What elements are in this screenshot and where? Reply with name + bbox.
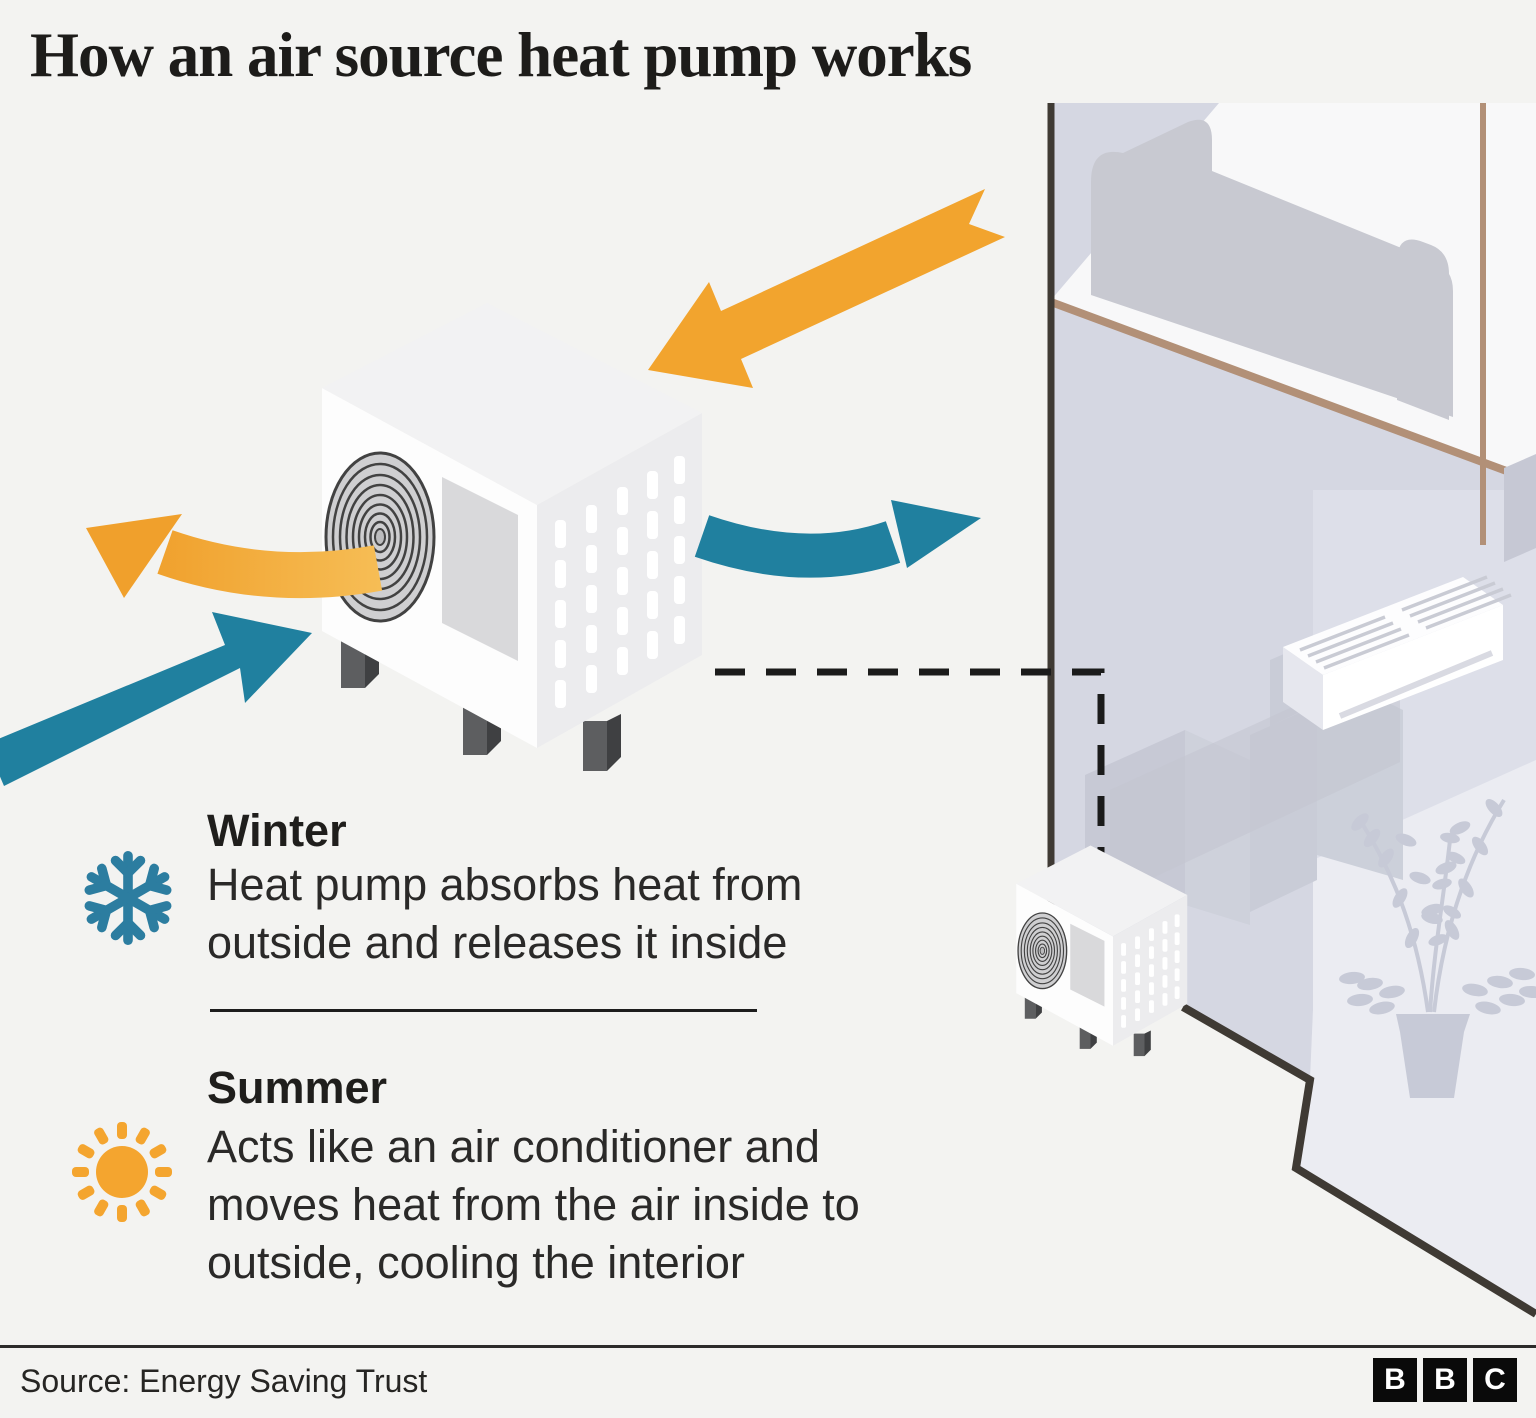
summer-line-2: moves heat from the air inside to [207,1179,860,1230]
warm-out-arrow [86,514,383,599]
airflow-arrows [0,189,1005,786]
indoor-unit-slats [1299,575,1512,670]
page-title: How an air source heat pump works [30,20,972,90]
footer-divider [0,1345,1536,1348]
plant-pot [1396,1014,1470,1098]
summer-description: Acts like an air conditioner and moves h… [207,1118,860,1292]
source-attribution: Source: Energy Saving Trust [20,1363,428,1399]
summer-line-3: outside, cooling the interior [207,1237,745,1288]
bbc-logo: B B C [1373,1358,1517,1402]
winter-line-1: Heat pump absorbs heat from [207,859,803,910]
summer-line-1: Acts like an air conditioner and [207,1121,820,1172]
cool-in-arrow [0,612,312,786]
sun-icon [72,1122,172,1222]
cool-out-arrow [694,500,981,578]
dashed-connector [715,668,1105,935]
plant-silhouette [1339,798,1536,1098]
warm-in-arrow [648,189,1005,388]
indoor-unit [1283,575,1512,730]
floor-edge [1049,298,1536,486]
summer-heading: Summer [207,1062,388,1113]
bbc-logo-block-b1: B [1373,1358,1417,1402]
section-divider [210,1009,757,1012]
outdoor-unit-large [320,301,704,773]
winter-line-2: outside and releases it inside [207,917,788,968]
bed-silhouette [1091,119,1453,420]
bbc-logo-block-c: C [1473,1358,1517,1402]
ground-line [1181,1003,1536,1318]
house-cross-section [1047,103,1536,1318]
snowflake-icon [84,850,172,946]
bbc-logo-block-b2: B [1423,1358,1467,1402]
winter-description: Heat pump absorbs heat from outside and … [207,856,802,972]
winter-heading: Winter [207,805,347,856]
